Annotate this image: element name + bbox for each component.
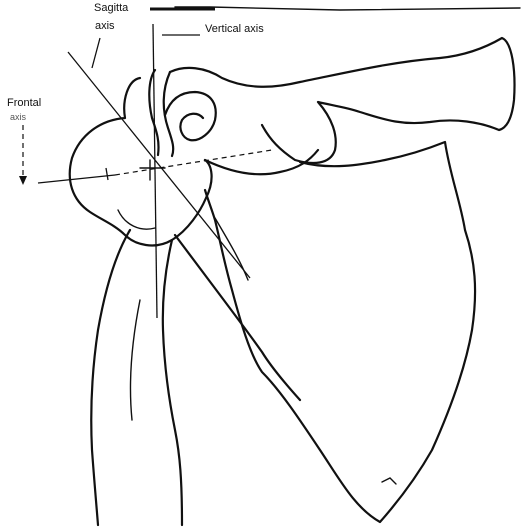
humeral-head-inner bbox=[118, 210, 155, 229]
vertical-axis-label: Vertical axis bbox=[205, 24, 264, 35]
coracoid-process bbox=[165, 92, 216, 140]
sagittal-axis-label-line1: Sagitta bbox=[94, 3, 128, 14]
humerus-contour bbox=[130, 300, 140, 420]
frontal-axis-tick bbox=[106, 168, 108, 180]
frontal-axis-label-line1: Frontal bbox=[7, 98, 41, 109]
sagittal-axis-pointer bbox=[92, 38, 100, 68]
vertical-axis-line bbox=[153, 24, 157, 318]
humerus-shaft-lateral bbox=[91, 230, 130, 525]
acromion bbox=[149, 70, 173, 156]
humeral-head bbox=[70, 78, 212, 245]
humerus-shaft-medial bbox=[163, 240, 182, 525]
scapula-spine-inner bbox=[215, 218, 248, 280]
scapula-outline bbox=[170, 38, 515, 522]
scan-artifact-line bbox=[175, 7, 520, 10]
sagittal-axis-label-line2: axis bbox=[95, 21, 115, 32]
frontal-axis-label-line2: axis bbox=[10, 113, 26, 122]
inferior-angle-mark bbox=[382, 478, 396, 484]
frontal-axis-dashed bbox=[115, 150, 272, 175]
frontal-axis-line bbox=[38, 175, 115, 183]
scapula-neck bbox=[175, 235, 300, 400]
frontal-pointer-arrow bbox=[19, 176, 27, 185]
